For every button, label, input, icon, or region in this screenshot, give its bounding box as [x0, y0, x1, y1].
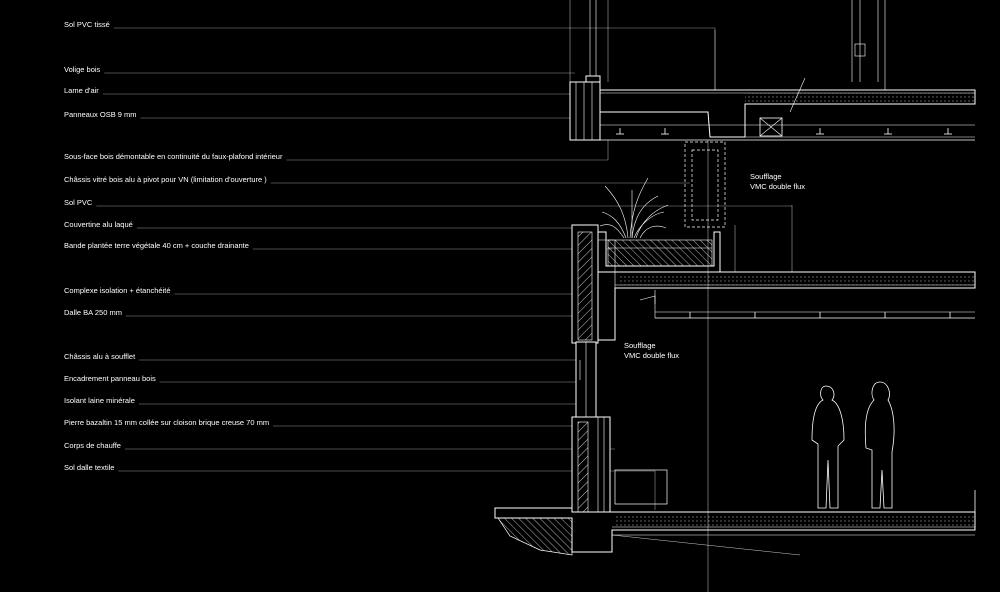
note-soufflage-lower: Soufflage VMC double flux: [624, 341, 679, 361]
leader-sol-dalle-textile: [118, 470, 656, 510]
planter-soil: [607, 239, 713, 267]
vmc-duct-upper: [759, 117, 783, 137]
note-lower-line1: Soufflage: [624, 341, 656, 350]
leader-sol-pvc-tisse: [113, 27, 716, 90]
note-soufflage-upper: Soufflage VMC double flux: [750, 172, 805, 192]
note-lower-line2: VMC double flux: [624, 351, 680, 360]
radiator: [614, 469, 668, 505]
label-volige-bois: Volige bois: [64, 65, 101, 74]
leader-lines: [96, 27, 792, 510]
label-encadrement: Encadrement panneau bois: [64, 374, 156, 383]
note-upper-line2: VMC double flux: [750, 182, 806, 191]
label-sous-face: Sous-face bois démontable en continuité …: [64, 152, 283, 161]
note-upper-line1: Soufflage: [750, 172, 782, 181]
label-bande-plantee: Bande plantée terre végétale 40 cm + cou…: [64, 241, 249, 250]
label-panneaux-osb: Panneaux OSB 9 mm: [64, 110, 137, 119]
ground: [497, 517, 573, 556]
label-chassis-soufflet: Châssis alu à soufflet: [64, 352, 136, 361]
label-sol-pvc: Sol PVC: [64, 198, 93, 207]
label-sol-pvc-tisse: Sol PVC tissé: [64, 20, 110, 29]
label-pierre-bazaltin: Pierre bazaltin 15 mm collée sur cloison…: [64, 418, 270, 427]
label-chassis-vitre: Châssis vitré bois alu à pivot pour VN (…: [64, 175, 267, 184]
label-couvertine: Couvertine alu laqué: [64, 220, 133, 229]
label-corps-chauffe: Corps de chauffe: [64, 441, 121, 450]
label-lame-air: Lame d'air: [64, 86, 99, 95]
label-complexe-isolation: Complexe isolation + étanchéité: [64, 286, 171, 295]
label-isolant: Isolant laine minérale: [64, 396, 135, 405]
label-sol-dalle-textile: Sol dalle textile: [64, 463, 115, 472]
building-section: [494, 0, 976, 592]
plant: [599, 177, 669, 239]
upper-slab-fill: [745, 93, 975, 103]
people-silhouettes: [811, 381, 895, 509]
upper-facade: [569, 81, 601, 141]
label-dalle-ba: Dalle BA 250 mm: [64, 308, 122, 317]
leader-sous-face: [286, 140, 609, 161]
